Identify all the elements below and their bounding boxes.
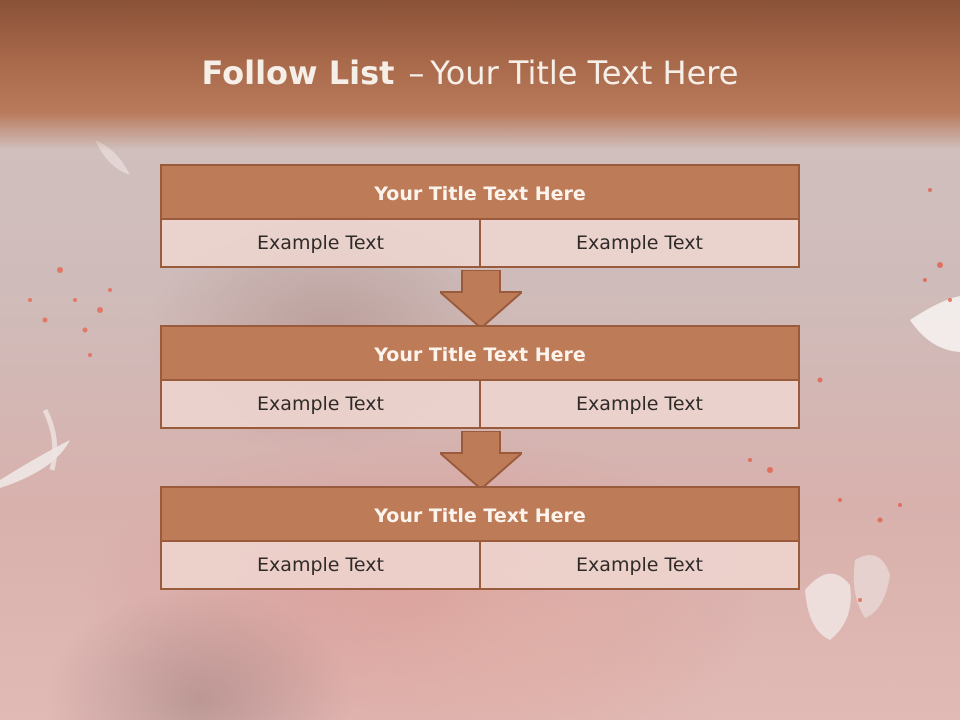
step-cell-left: Example Text: [160, 379, 481, 429]
step-cell-right: Example Text: [479, 218, 800, 268]
step-box-3: Your Title Text Here Example Text Exampl…: [160, 486, 800, 590]
title-separator: –: [408, 54, 425, 92]
slide-title: Follow List–Your Title Text Here: [0, 54, 940, 92]
title-bold: Follow List: [201, 54, 395, 92]
step-cell-left: Example Text: [160, 540, 481, 590]
step-title: Your Title Text Here: [160, 325, 800, 381]
step-cell-right: Example Text: [479, 540, 800, 590]
down-arrow-icon: [440, 270, 522, 330]
step-row: Example Text Example Text: [160, 218, 800, 268]
step-box-2: Your Title Text Here Example Text Exampl…: [160, 325, 800, 429]
title-rest: Your Title Text Here: [430, 54, 739, 92]
header-band: [0, 0, 960, 150]
step-cell-left: Example Text: [160, 218, 481, 268]
down-arrow-icon: [440, 431, 522, 491]
step-title: Your Title Text Here: [160, 164, 800, 220]
step-cell-right: Example Text: [479, 379, 800, 429]
step-title: Your Title Text Here: [160, 486, 800, 542]
step-row: Example Text Example Text: [160, 540, 800, 590]
step-box-1: Your Title Text Here Example Text Exampl…: [160, 164, 800, 268]
step-row: Example Text Example Text: [160, 379, 800, 429]
